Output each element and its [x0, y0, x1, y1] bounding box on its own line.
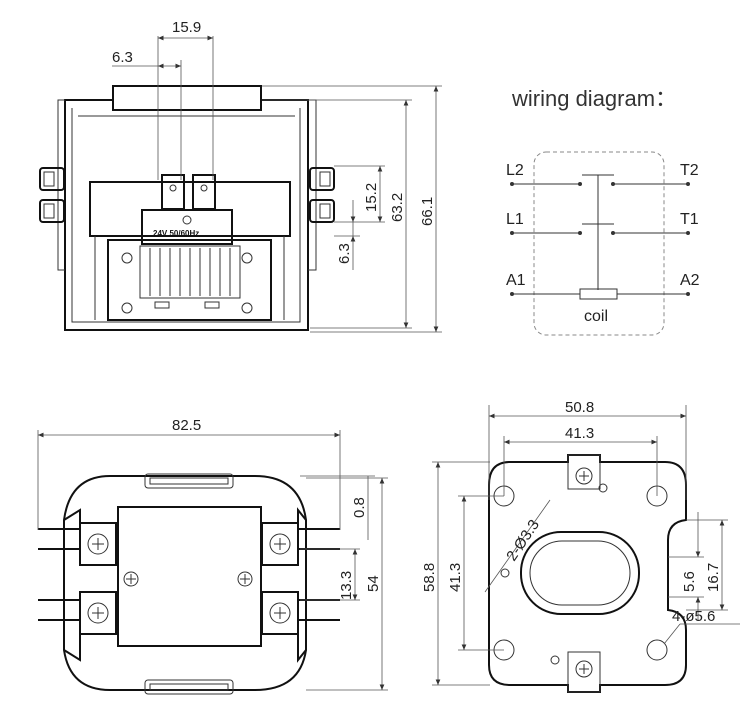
- svg-text:16.7: 16.7: [705, 563, 722, 592]
- label-T1: T1: [680, 211, 699, 228]
- svg-text:6.3: 6.3: [336, 243, 353, 264]
- coil-voltage-label: 24V 50/60Hz: [153, 229, 199, 238]
- dimension-54: 54: [306, 477, 388, 691]
- svg-text:82.5: 82.5: [172, 417, 201, 434]
- dimension-50-8: 50.8: [488, 399, 687, 500]
- svg-text:5.6: 5.6: [681, 571, 698, 592]
- wiring-diagram: wiring diagram： L2 T2 L1 T1 A1 A2 coil: [506, 86, 700, 336]
- top-view: 82.5 0.8 13.3 54: [37, 417, 388, 695]
- svg-text:4-ø5.6: 4-ø5.6: [672, 608, 715, 625]
- label-L2: L2: [506, 162, 524, 179]
- svg-text:58.8: 58.8: [421, 563, 438, 592]
- dimension-41-3-top: 41.3: [503, 425, 658, 496]
- label-coil: coil: [584, 308, 608, 325]
- dimension-58-8: 58.8: [421, 461, 490, 686]
- screw-icon: [575, 660, 593, 678]
- svg-text:0.8: 0.8: [351, 497, 368, 518]
- terminal-screw-icon: [79, 522, 117, 566]
- screw-icon: [237, 571, 253, 587]
- svg-text:6.3: 6.3: [112, 49, 133, 66]
- wiring-diagram-title: wiring diagram：: [511, 86, 677, 111]
- dimension-82-5: 82.5: [37, 417, 341, 530]
- dimension-4-phi-5-6: 4-ø5.6: [663, 608, 740, 645]
- dimension-15-9: 15.9: [157, 19, 214, 180]
- svg-text:66.1: 66.1: [419, 197, 436, 226]
- svg-text:15.9: 15.9: [172, 19, 201, 36]
- dimension-63-2: 63.2: [262, 99, 412, 329]
- terminal-screw-icon: [261, 591, 299, 635]
- svg-text:13.3: 13.3: [338, 571, 355, 600]
- svg-text:41.3: 41.3: [565, 425, 594, 442]
- dimension-2-phi-3-3: 2-Ø3.3: [484, 499, 551, 593]
- screw-icon: [123, 571, 139, 587]
- svg-text:41.3: 41.3: [447, 563, 464, 592]
- svg-text:50.8: 50.8: [565, 399, 594, 416]
- terminal-screw-icon: [261, 522, 299, 566]
- dimension-41-3-left: 41.3: [447, 495, 504, 651]
- dimension-5-6: 5.6: [668, 512, 704, 620]
- dimension-15-2: 15.2: [334, 165, 385, 223]
- svg-text:63.2: 63.2: [389, 193, 406, 222]
- label-A2: A2: [680, 272, 700, 289]
- dimension-66-1: 66.1: [262, 85, 442, 333]
- label-T2: T2: [680, 162, 699, 179]
- label-A1: A1: [506, 272, 526, 289]
- dimension-16-7: 16.7: [686, 519, 728, 611]
- screw-icon: [575, 467, 593, 485]
- dimension-6-3-side: 6.3: [334, 200, 360, 270]
- svg-text:15.2: 15.2: [363, 183, 380, 212]
- base-view: 50.8 41.3 58.8 41.3 2-Ø3.3: [421, 399, 740, 693]
- dimension-6-3-top: 6.3: [112, 49, 182, 180]
- terminal-screw-icon: [79, 591, 117, 635]
- front-view: 24V 50/60Hz 15.9 6.3 15.2: [39, 19, 442, 333]
- dimension-13-3: 13.3: [300, 548, 360, 601]
- dimension-0-8: 0.8: [300, 475, 375, 540]
- label-L1: L1: [506, 211, 524, 228]
- svg-text:54: 54: [365, 575, 382, 592]
